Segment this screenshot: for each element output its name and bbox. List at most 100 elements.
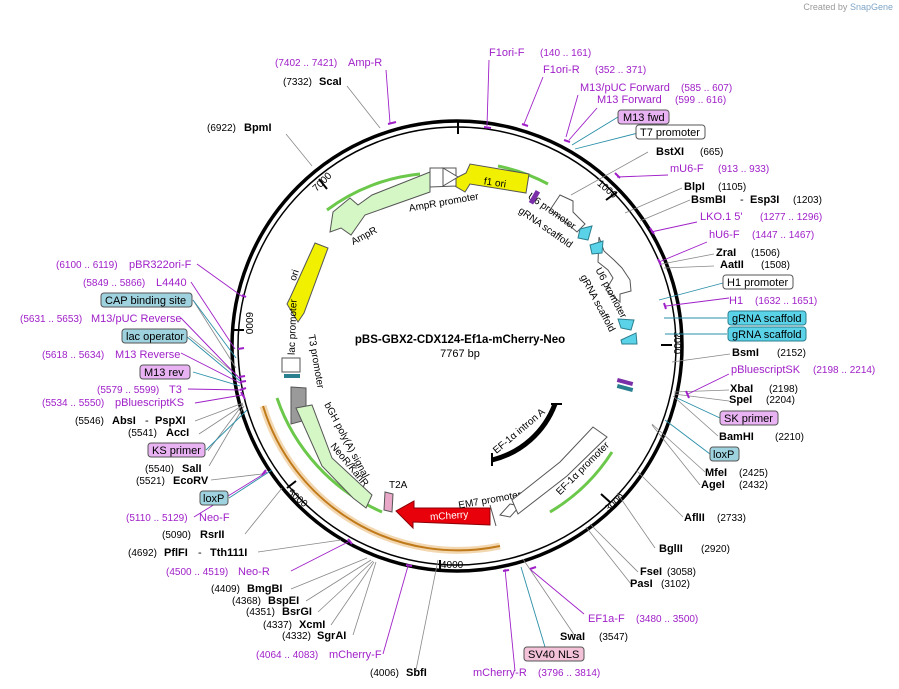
bsmbi-name: BsmBI <box>691 194 726 206</box>
loxp-right-box-label: loxP <box>713 449 734 461</box>
bsmi-name: BsmI <box>732 347 759 359</box>
f1ori-r-range: (352 .. 371) <box>595 65 646 76</box>
zrai-name: ZraI <box>716 247 736 259</box>
tick-marks <box>232 122 672 572</box>
bmgbi-name: BmgBI <box>247 583 282 595</box>
t3-promoter-label: T3 promoter <box>305 334 325 390</box>
f1ori-f-range: (140 .. 161) <box>540 48 591 59</box>
neo-f-range: (5110 .. 5129) <box>126 513 188 524</box>
pflfi-sep: - <box>198 547 202 559</box>
orange-band <box>259 404 501 554</box>
scai-name: ScaI <box>319 76 342 88</box>
t2a-box <box>383 491 394 513</box>
amp-r-range: (7402 .. 7421) <box>275 58 337 69</box>
ori-label: ori <box>288 268 302 282</box>
blpi-name: BlpI <box>684 181 705 193</box>
cap-binding-box <box>100 292 193 308</box>
marker-u6 <box>528 189 541 205</box>
lko-name: LKO.1 5' <box>700 211 742 223</box>
bamhi-pos: (2210) <box>775 432 804 443</box>
m13-rev-box <box>139 364 191 380</box>
amp-r-name: Amp-R <box>348 57 382 69</box>
pspxi-name: PspXI <box>155 415 186 427</box>
primer-ticks <box>237 121 690 572</box>
sgrai-pos: (4332) <box>282 631 311 642</box>
credit-brand: SnapGene <box>849 2 893 12</box>
plasmid-name: pBS-GBX2-CDX124-Ef1a-mCherry-Neo <box>354 334 566 346</box>
neo-f-name: Neo-F <box>199 512 230 524</box>
pflfi-name: PflFI <box>164 547 188 559</box>
m13puc-fwd-name: M13/pUC Forward <box>580 82 670 94</box>
bsmbi-sep: - <box>740 194 744 206</box>
t3-range: (5579 .. 5599) <box>97 385 159 396</box>
bmgbi-pos: (4409) <box>211 584 240 595</box>
backbone-outer <box>230 119 684 573</box>
mfei-name: MfeI <box>705 467 727 479</box>
pbluescriptsk-range: (2198 .. 2214) <box>813 365 875 376</box>
bsmbi-pos: (1203) <box>793 195 822 206</box>
m13-fwd-box <box>617 109 670 125</box>
aflii-pos: (2733) <box>717 513 746 524</box>
t2a-label: T2A <box>389 480 408 491</box>
neor-arrow <box>295 404 373 509</box>
lac-operator-box <box>121 328 188 344</box>
ori-arrow <box>286 242 329 323</box>
xbai-name: XbaI <box>730 383 753 395</box>
marker-mcs-left-c <box>284 374 300 378</box>
absi-pos: (5546) <box>75 416 104 427</box>
pbluescriptks-name: pBluescriptKS <box>115 397 184 409</box>
m13-reverse-range: (5618 .. 5634) <box>42 350 104 361</box>
ampr-promoter-line <box>326 172 421 212</box>
neo-r-range: (4500 .. 4519) <box>166 567 228 578</box>
tick-label-2000: 2000 <box>671 332 682 355</box>
xbai-pos: (2198) <box>769 384 798 395</box>
ecorv-pos: (5521) <box>136 476 165 487</box>
sv40-nls-box <box>523 646 585 662</box>
bstxi-pos: (665) <box>700 147 723 158</box>
bglii-pos: (2920) <box>701 544 730 555</box>
agei-name: AgeI <box>701 479 725 491</box>
t7-promoter-box-label: T7 promoter <box>640 127 700 139</box>
aatii-pos: (1508) <box>761 260 790 271</box>
leader-lines-primers <box>180 59 730 672</box>
tick-label-1000: 1000 <box>595 178 619 201</box>
sk-primer-box <box>719 410 779 426</box>
cap-binding-box-label: CAP binding site <box>105 295 186 307</box>
mcherry-arrow <box>395 500 491 530</box>
f1-ori-label: f1 ori <box>483 176 507 190</box>
bglii-name: BglII <box>659 543 683 555</box>
m13-forward-range: (599 .. 616) <box>675 95 726 106</box>
h1-promoter-box-label: H1 promoter <box>727 277 788 289</box>
marker-mcs-right-a <box>616 377 634 387</box>
lac-promoter-label: lac promoter <box>287 298 300 355</box>
mcherry-f-range: (4064 .. 4083) <box>256 650 318 661</box>
xcmi-name: XcmI <box>299 619 325 631</box>
pasi-name: PasI <box>630 578 653 590</box>
ef1a-intron-arc <box>491 403 558 463</box>
ks-primer-box-label: KS primer <box>152 445 201 457</box>
pasi-pos: (3102) <box>661 579 690 590</box>
u6-promoter-arrow-b <box>597 236 632 304</box>
f1ori-f-name: F1ori-F <box>489 47 525 59</box>
l4440-name: L4440 <box>156 277 187 289</box>
esp3i-name: Esp3I <box>750 194 779 206</box>
orange-band-line <box>262 405 501 552</box>
mu6-f-name: mU6-F <box>670 163 704 175</box>
sbfi-pos: (4006) <box>370 668 399 679</box>
acci-pos: (5541) <box>128 428 157 439</box>
bamhi-name: BamHI <box>719 431 754 443</box>
m13-fwd-box-label: M13 fwd <box>623 112 665 124</box>
cyan-scaffold-1 <box>577 225 593 241</box>
ef1a-f-range: (3480 .. 3500) <box>636 614 698 625</box>
pbr322ori-f-range: (6100 .. 6119) <box>56 260 118 271</box>
sali-name: SalI <box>182 463 202 475</box>
bpmi-name: BpmI <box>244 122 272 134</box>
m13puc-reverse-range: (5631 .. 5653) <box>20 314 82 325</box>
em7-leader <box>489 504 497 527</box>
mu6-f-range: (913 .. 933) <box>718 164 769 175</box>
m13-rev-box-label: M13 rev <box>144 367 184 379</box>
m13puc-fwd-range: (585 .. 607) <box>681 83 732 94</box>
mcherry-r-range: (3796 .. 3814) <box>538 668 600 679</box>
hu6-f-name: hU6-F <box>709 229 740 241</box>
